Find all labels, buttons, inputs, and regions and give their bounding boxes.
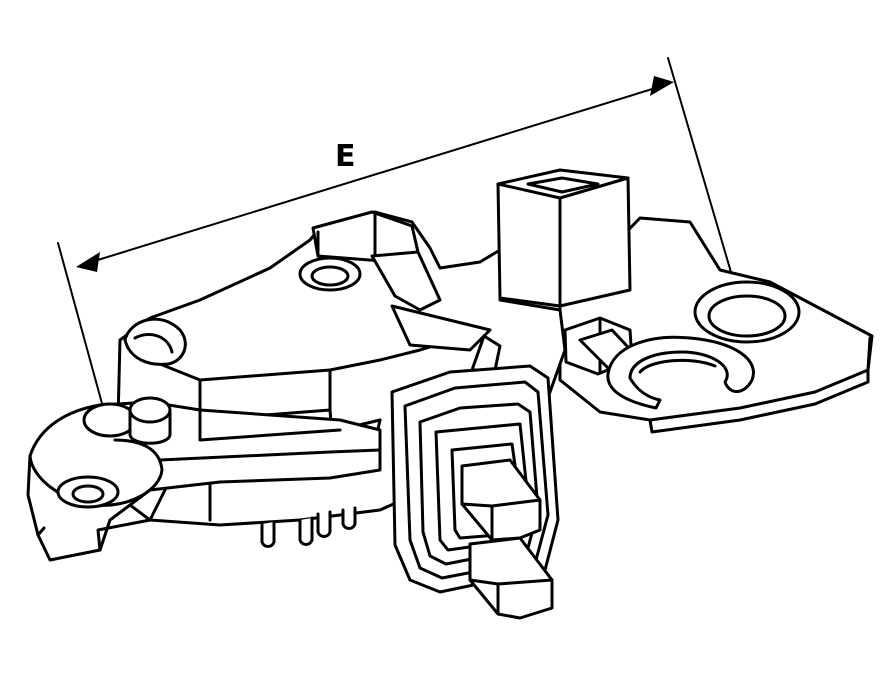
arrowhead-left bbox=[76, 252, 100, 272]
ring-clip bbox=[606, 335, 755, 410]
left-upper-hole bbox=[82, 402, 138, 438]
dimension-line bbox=[87, 85, 663, 264]
wedge-ribs bbox=[390, 304, 502, 372]
square-connector-socket bbox=[496, 168, 632, 308]
top-hole bbox=[298, 256, 362, 292]
left-mounting-hole bbox=[56, 475, 120, 509]
top-raised-block bbox=[311, 210, 442, 312]
upper-carbon-brush bbox=[460, 458, 542, 542]
arrowhead-right bbox=[650, 76, 674, 96]
bottom-terminals bbox=[260, 506, 357, 548]
cylindrical-pin bbox=[128, 396, 172, 445]
right-mounting-hole bbox=[693, 280, 801, 344]
lower-carbon-brush bbox=[468, 536, 554, 620]
dimension-label-e: E bbox=[335, 139, 356, 174]
